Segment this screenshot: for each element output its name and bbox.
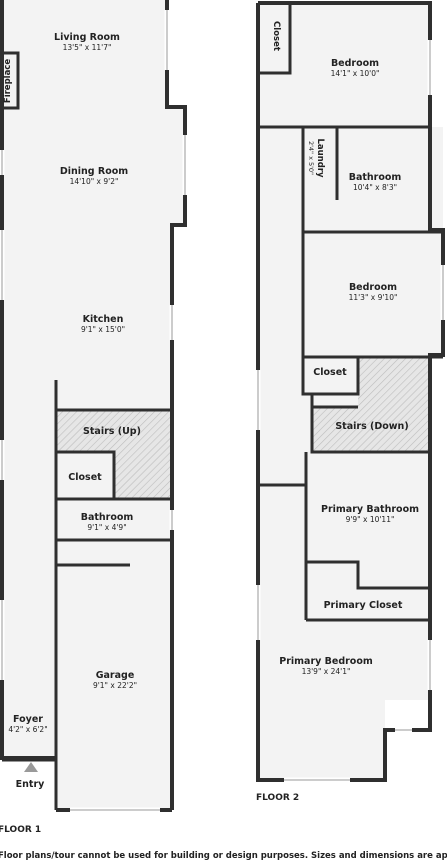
fireplace-box <box>0 51 20 110</box>
living-room-dims: 13'5" x 11'7" <box>63 43 112 52</box>
bedroom-mid-dims: 11'3" x 9'10" <box>349 293 398 302</box>
stairs-down-wall <box>310 394 430 454</box>
primary-bathroom-label: Primary Bathroom <box>321 504 419 515</box>
disclaimer: Floor plans/tour cannot be used for buil… <box>0 851 447 860</box>
closet-top-label: Closet <box>271 21 281 51</box>
dining-room-label: Dining Room <box>60 166 128 177</box>
stairs-down-label: Stairs (Down) <box>335 421 408 432</box>
primary-bedroom-dims: 13'9" x 24'1" <box>302 667 351 676</box>
closet-mid-wall <box>301 357 360 396</box>
floor-2-windows <box>255 40 446 783</box>
kitchen-label: Kitchen <box>83 314 124 325</box>
closet-label: Closet <box>68 472 102 483</box>
foyer-label: Foyer <box>13 714 43 725</box>
foyer-dims: 4'2" x 6'2" <box>8 725 47 734</box>
bathroom-label: Bathroom <box>81 512 134 523</box>
stairs-up-hatch-lower <box>114 452 170 499</box>
living-room-label: Living Room <box>54 32 120 43</box>
floor-2-label: FLOOR 2 <box>256 793 299 803</box>
primary-closet-label: Primary Closet <box>324 600 403 611</box>
entry-arrow-icon <box>24 762 38 772</box>
floor-2: Closet Bedroom 14'1" x 10'0" Laundry 2'4… <box>255 1 446 803</box>
floor-1-area <box>2 0 185 810</box>
floor-1: Living Room 13'5" x 11'7" Fireplace Dini… <box>0 0 188 835</box>
garage-dims: 9'1" x 22'2" <box>93 681 137 690</box>
bedroom-top-label: Bedroom <box>331 58 379 69</box>
stair-core-wall <box>2 380 172 810</box>
bedroom-mid-label: Bedroom <box>349 282 397 293</box>
fireplace-label: Fireplace <box>3 59 13 103</box>
dining-room-dims: 14'10" x 9'2" <box>70 177 119 186</box>
floor-1-windows <box>0 10 188 813</box>
primary-bedroom-label: Primary Bedroom <box>279 656 373 667</box>
entry-label: Entry <box>16 779 45 790</box>
bathroom-dims: 9'1" x 4'9" <box>87 523 126 532</box>
kitchen-dims: 9'1" x 15'0" <box>81 325 125 334</box>
primary-bathroom-wall <box>304 452 430 620</box>
closet-mid-label: Closet <box>313 367 347 378</box>
garage-label: Garage <box>96 670 135 681</box>
bathroom-2-label: Bathroom <box>349 172 402 183</box>
primary-bathroom-dims: 9'9" x 10'11" <box>346 515 395 524</box>
laundry-wall <box>301 127 339 232</box>
floor-1-label: FLOOR 1 <box>0 825 41 835</box>
stairs-up-hatch <box>56 410 170 452</box>
stairs-down-hatch <box>312 357 428 452</box>
laundry-label: Laundry <box>315 138 325 178</box>
bathroom-2-dims: 10'4" x 8'3" <box>353 183 397 192</box>
laundry-dims: 2'4" x 5'0" <box>307 141 315 175</box>
closet-top-wall <box>258 3 292 75</box>
stairs-up-label: Stairs (Up) <box>83 426 141 437</box>
bedroom-top-dims: 14'1" x 10'0" <box>331 69 380 78</box>
